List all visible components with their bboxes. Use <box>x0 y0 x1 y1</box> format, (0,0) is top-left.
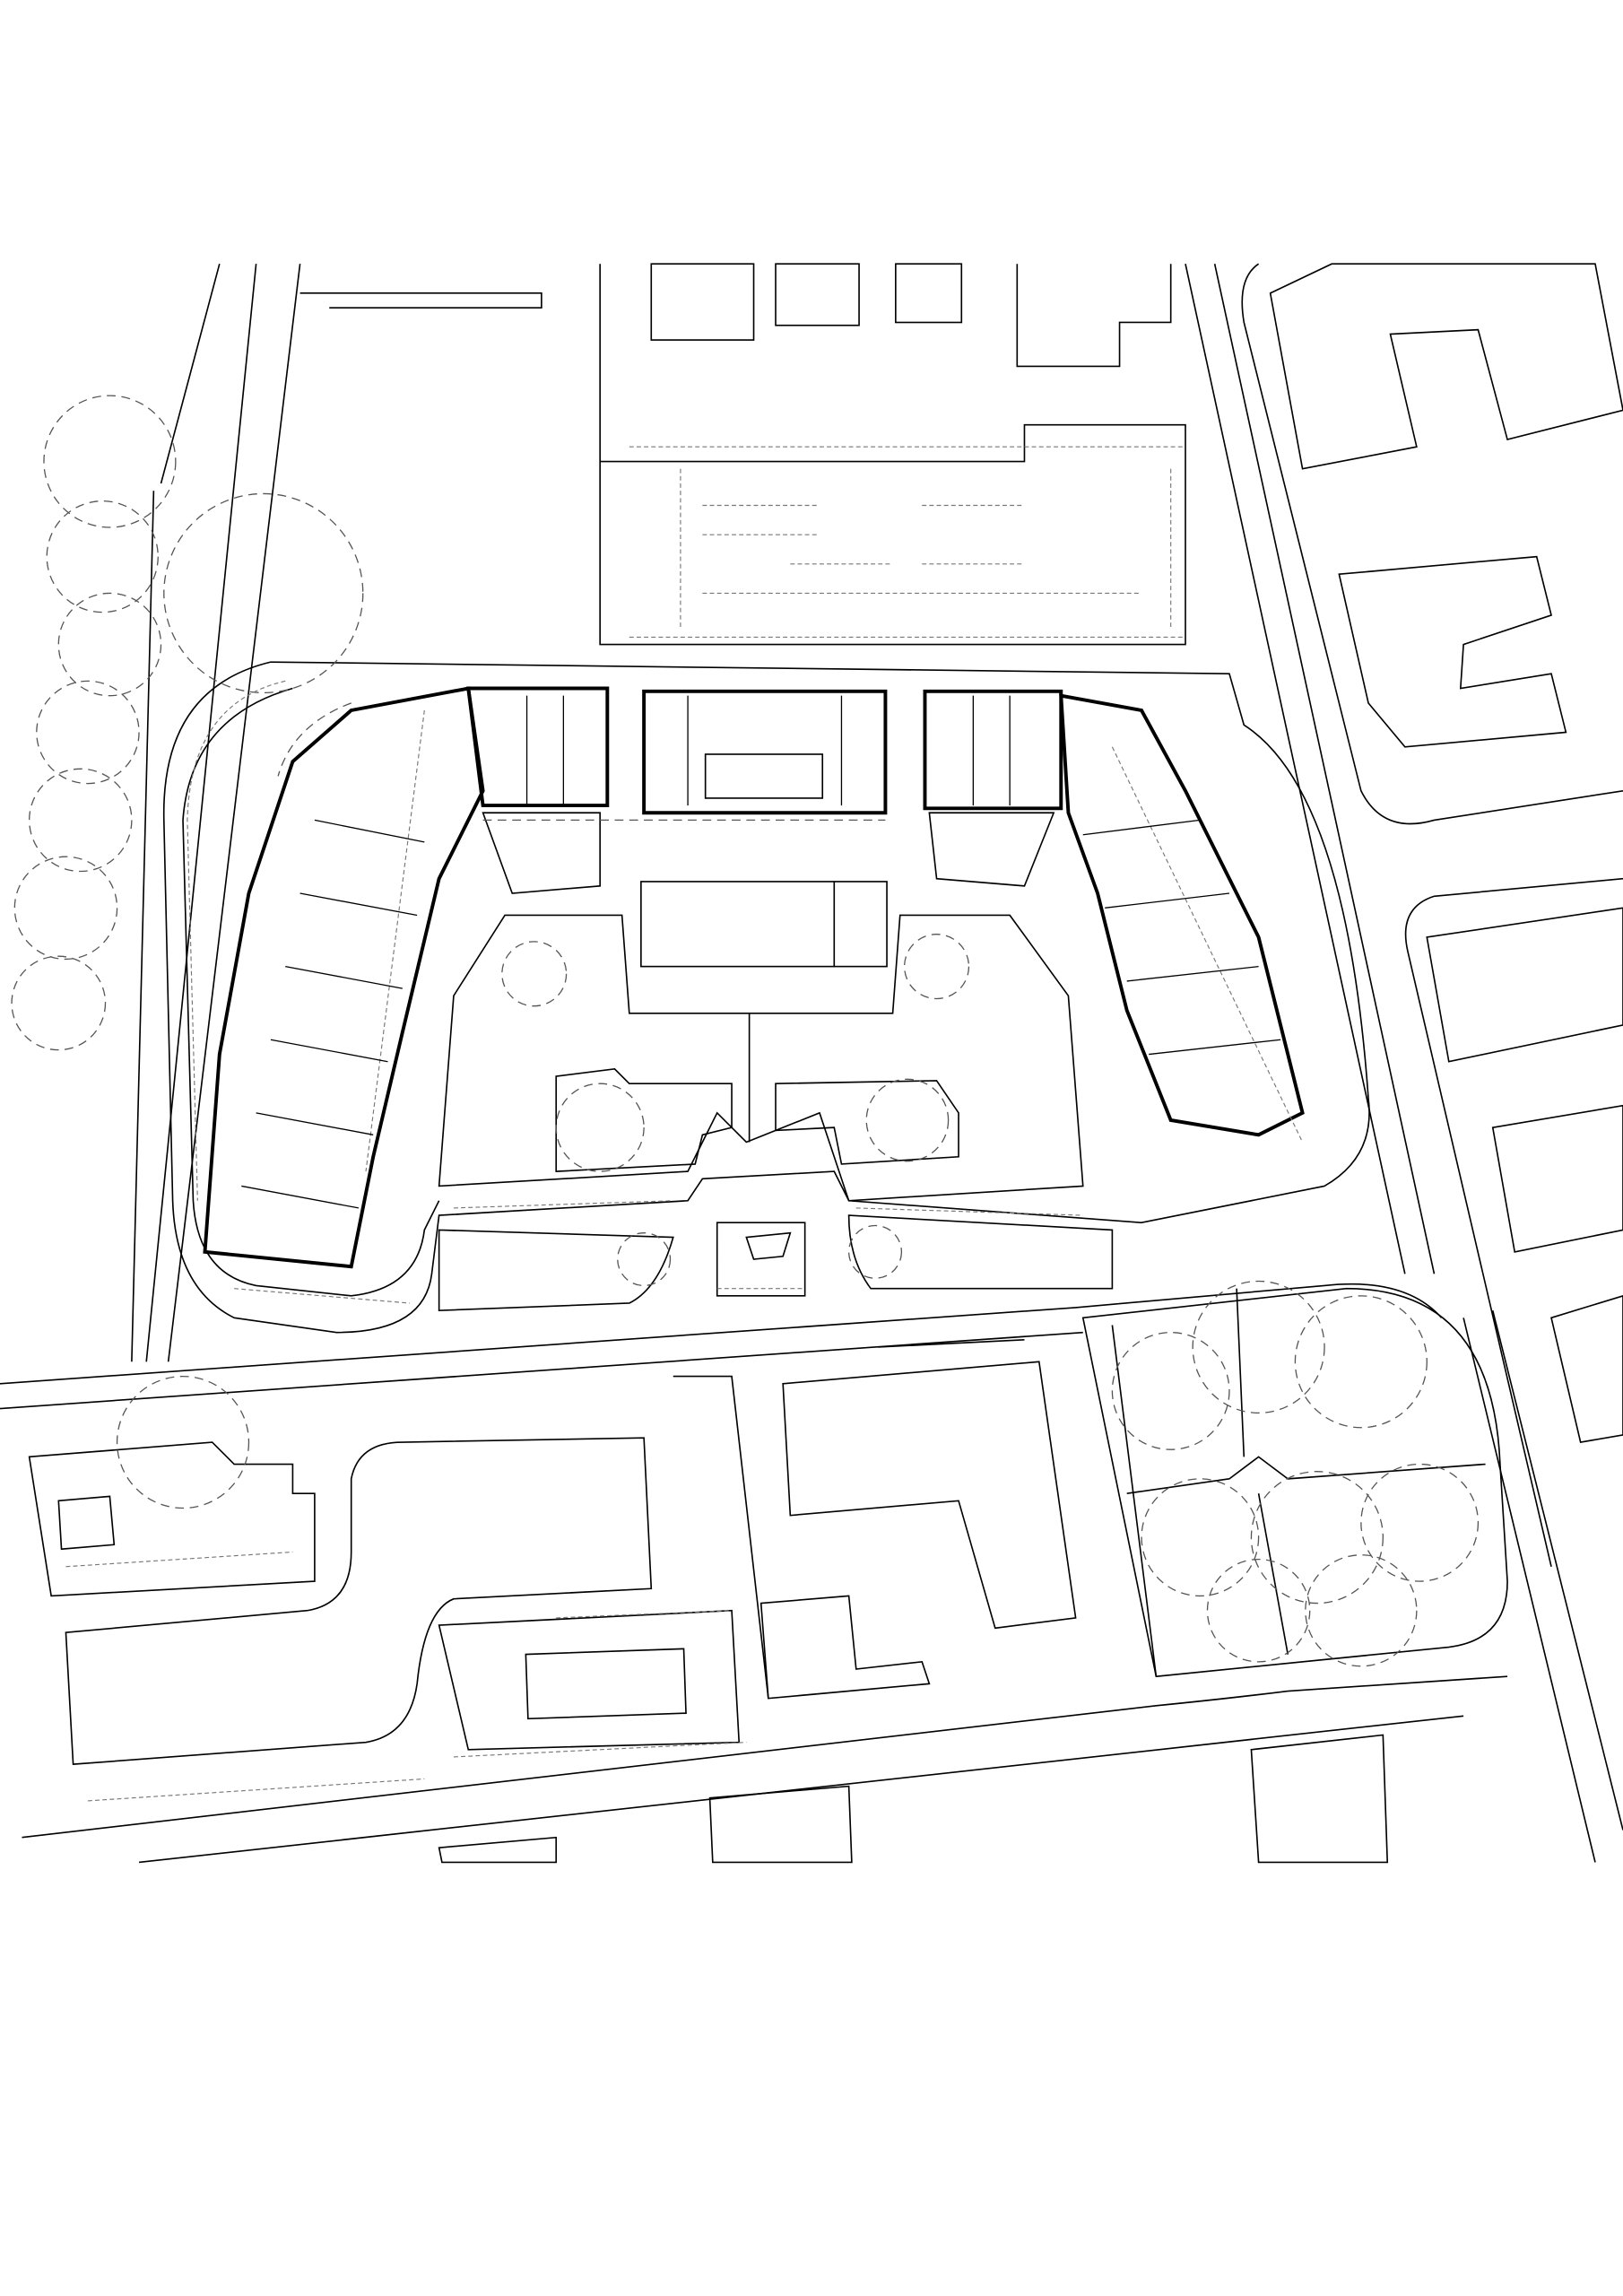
neighbour-buildings <box>65 263 1623 1864</box>
building-line <box>277 702 886 822</box>
south-east-plaza <box>847 1214 1114 1290</box>
shrub-row <box>187 680 1304 1201</box>
road-east-4 <box>1491 1309 1623 1831</box>
building-south-4 <box>1250 1734 1389 1864</box>
trees <box>11 395 1480 1667</box>
tree-icon <box>36 680 140 785</box>
tree-icon <box>555 1083 645 1172</box>
building-east-5 <box>1550 1294 1623 1443</box>
building-south-1 <box>782 1361 1077 1630</box>
courtyard-inner-east <box>775 1080 959 1165</box>
partition-walls <box>1082 819 1281 1056</box>
road-north-left <box>299 292 542 309</box>
tree-icon <box>57 592 162 697</box>
building-north-3 <box>895 263 963 324</box>
roads <box>0 263 1623 1864</box>
tree-icon <box>903 934 970 1000</box>
road-east-curb-2 <box>1404 877 1623 1567</box>
tree-icon <box>847 1224 903 1279</box>
tree-icon <box>1192 1280 1325 1414</box>
main-complex <box>162 661 1370 1334</box>
partition-walls <box>525 695 1011 806</box>
east-park-strip <box>673 1325 1158 1699</box>
east-wing-building <box>1059 693 1305 1137</box>
tree-icon <box>1250 1471 1384 1605</box>
tree-icon <box>43 395 177 528</box>
road-south-lower-bottom <box>138 1715 1464 1864</box>
entrance-pavilion <box>716 1222 806 1297</box>
building-north-2 <box>775 263 860 326</box>
park-path <box>1126 1288 1486 1655</box>
building-north-1 <box>650 263 755 341</box>
building-southwest-block <box>438 1609 741 1751</box>
building-details <box>241 695 1281 1209</box>
shrub-row <box>702 504 1142 595</box>
pool-south <box>525 1648 687 1720</box>
road-south-main-bottom <box>0 1331 1083 1410</box>
tree-icon <box>865 1078 950 1162</box>
building-south-5 <box>438 1836 558 1864</box>
west-garden-block <box>28 1441 316 1597</box>
tree-icon <box>163 492 364 694</box>
road-west-edge-2 <box>167 264 301 1362</box>
courtyard-inner-west <box>555 1068 733 1172</box>
complex-site-boundary <box>162 661 1370 1334</box>
tree-icon <box>1360 1463 1480 1582</box>
shrub-row <box>629 446 1186 638</box>
building-southwest-long <box>65 1437 653 1765</box>
tree-icon <box>617 1232 672 1287</box>
road-east-1 <box>1185 264 1406 1274</box>
road-east-curb <box>1241 263 1623 825</box>
shrubs <box>65 446 1304 1802</box>
tree-icon <box>1141 1478 1260 1597</box>
tree-icon <box>28 768 133 873</box>
building-south-2 <box>759 1595 931 1700</box>
north-west-block <box>466 686 610 808</box>
road-west-plot <box>131 264 221 1362</box>
central-courtyard <box>438 914 1084 1202</box>
shrub-row <box>234 1200 1083 1304</box>
road-east-3 <box>1462 1318 1596 1863</box>
north-east-garden <box>928 812 1055 887</box>
building-north-4 <box>1016 264 1172 368</box>
road-west-edge <box>145 264 257 1362</box>
tree-icon <box>1305 1554 1418 1667</box>
south-west-plaza <box>438 1229 674 1312</box>
north-west-garden <box>482 812 601 894</box>
building-east-4 <box>1491 1104 1623 1253</box>
building-east-3 <box>1426 907 1623 1063</box>
north-east-block <box>923 689 1063 811</box>
road-north-plot <box>599 264 1186 646</box>
tree-icon <box>116 1375 250 1509</box>
tree-icon <box>501 941 568 1007</box>
tree-icon <box>13 856 118 961</box>
road-south-lower-top <box>22 1675 1508 1839</box>
central-pool <box>640 881 888 968</box>
tree-icon <box>11 955 107 1051</box>
park-boundary <box>1081 1287 1508 1678</box>
complex-outer-ring <box>182 687 440 1297</box>
shrub-row <box>65 1551 747 1802</box>
building-east-2 <box>1338 555 1567 748</box>
building-south-3 <box>708 1785 853 1864</box>
tree-icon <box>1206 1558 1311 1663</box>
tree-icon <box>1294 1295 1428 1429</box>
partition-walls <box>241 819 425 1209</box>
building-east-1 <box>1269 263 1623 470</box>
road-east-2 <box>1213 264 1436 1274</box>
park <box>28 1287 1508 1699</box>
tree-icon <box>1111 1331 1230 1450</box>
tree-icon <box>46 500 159 613</box>
north-centre-courtyard <box>704 753 824 799</box>
road-south-main-top <box>0 1283 1443 1385</box>
north-centre-block <box>642 689 888 815</box>
